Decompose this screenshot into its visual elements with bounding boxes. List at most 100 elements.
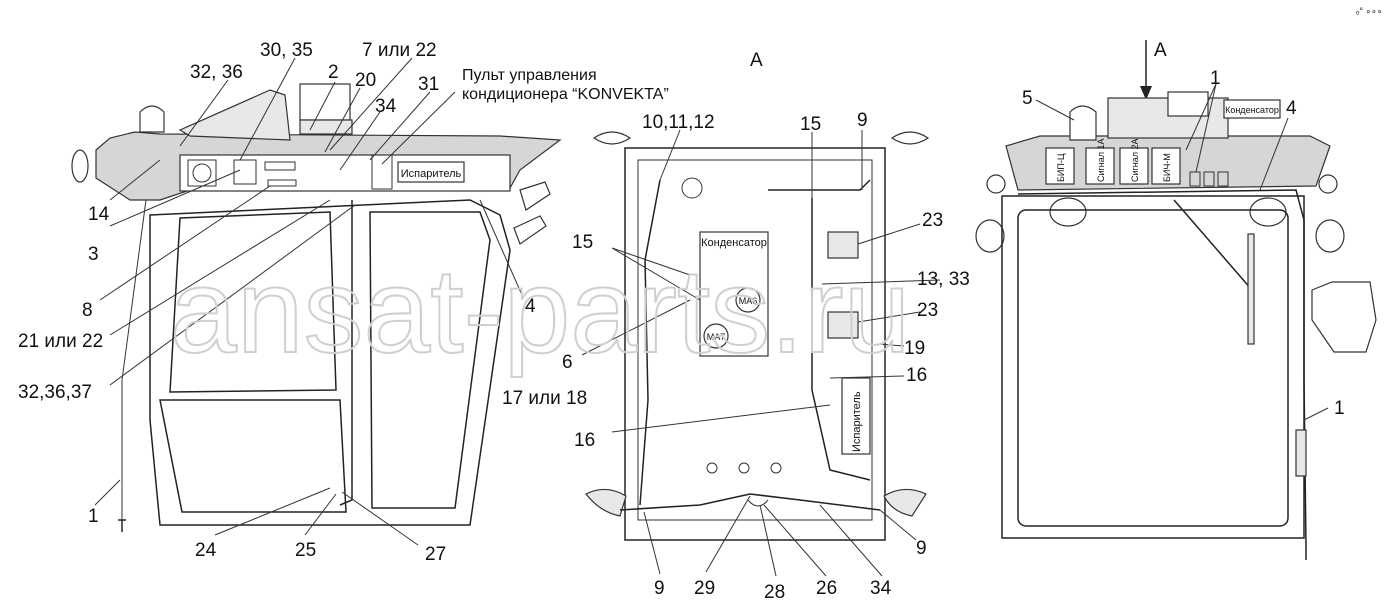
evaporator-box-center bbox=[841, 377, 871, 455]
right-leaders bbox=[1035, 83, 1329, 421]
module-box-1 bbox=[1045, 147, 1075, 185]
relay-block-mid bbox=[827, 311, 859, 339]
wiper-arm bbox=[1173, 199, 1253, 291]
switch-block bbox=[233, 159, 257, 185]
module-label-2: Сигнал 1А bbox=[1096, 138, 1106, 182]
roof-frame-inner bbox=[637, 159, 873, 521]
label-15-top: 15 bbox=[800, 114, 821, 135]
corner-mark: ₒ° ∘∘∘ bbox=[1356, 6, 1382, 16]
view-arrow-label: А bbox=[1154, 40, 1167, 61]
cab-front-outer bbox=[1001, 195, 1305, 539]
label-1-top: 1 bbox=[1210, 68, 1221, 89]
center-leaders bbox=[581, 129, 941, 577]
harness-left bbox=[639, 179, 661, 506]
label-32-36: 32, 36 bbox=[190, 62, 243, 83]
harness-antenna bbox=[121, 199, 147, 520]
cab-body bbox=[149, 199, 511, 526]
lamp-front-left bbox=[975, 219, 1005, 253]
ac-panel-caption-line2: кондиционера “KONVEKTA” bbox=[462, 86, 669, 103]
label-34: 34 bbox=[375, 96, 397, 117]
left-labels: 30, 35 7 или 22 32, 36 2 20 3 1 34 Пульт … bbox=[18, 40, 669, 565]
label-26: 26 bbox=[816, 578, 837, 599]
label-14: 14 bbox=[88, 204, 110, 225]
label-19: 19 bbox=[904, 338, 925, 359]
label-4-right: 4 bbox=[1286, 98, 1297, 119]
harness-top bbox=[768, 179, 871, 191]
label-27: 27 bbox=[425, 544, 446, 565]
label-9-right: 9 bbox=[916, 538, 927, 559]
lamp-top-left bbox=[592, 131, 632, 145]
lamp-top-right bbox=[890, 131, 930, 145]
headlamp-front-left bbox=[1049, 197, 1087, 227]
door-lower bbox=[159, 399, 347, 513]
headlamp-front-right bbox=[1249, 197, 1287, 227]
beacon-lamp bbox=[139, 105, 165, 133]
label-21-or-22: 21 или 22 bbox=[18, 331, 103, 352]
mirror-front bbox=[1311, 281, 1377, 353]
label-1-right: 1 bbox=[1334, 398, 1345, 419]
door-window bbox=[169, 211, 337, 393]
module-label-1: БИП-Ц bbox=[1056, 153, 1066, 182]
condenser-front-box bbox=[1223, 99, 1281, 119]
beacon-front bbox=[1069, 105, 1097, 141]
label-9-top: 9 bbox=[857, 110, 868, 131]
roof-unit-cap bbox=[1167, 91, 1209, 117]
ac-control-panel bbox=[371, 154, 393, 190]
label-28: 28 bbox=[764, 582, 785, 603]
label-34-center: 34 bbox=[870, 578, 892, 599]
label-10-11-12: 10,11,12 bbox=[642, 112, 715, 133]
condenser-label-right: Конденсатор bbox=[1225, 105, 1279, 115]
mirror-upper bbox=[519, 181, 551, 211]
relay-block-top bbox=[827, 231, 859, 259]
wiper-rod bbox=[1247, 233, 1255, 345]
mirror-lower bbox=[513, 215, 547, 245]
harness-vertical bbox=[339, 200, 353, 506]
label-16-a: 16 bbox=[906, 365, 927, 386]
label-15-left: 15 bbox=[572, 232, 593, 253]
label-17-or-18: 17 или 18 bbox=[502, 388, 587, 409]
label-25: 25 bbox=[295, 540, 316, 561]
fan-ma7-label: МА7 bbox=[707, 332, 726, 342]
label-1-left: 1 bbox=[88, 506, 99, 527]
label-7-or-22: 7 или 22 bbox=[362, 40, 437, 61]
module-box-4 bbox=[1151, 147, 1181, 185]
watermark: ansat-parts.ru bbox=[170, 244, 910, 378]
center-labels: 10,11,12 15 9 15 23 13, 33 23 19 16 6 17… bbox=[502, 110, 970, 603]
module-box-3 bbox=[1119, 147, 1149, 185]
label-24: 24 bbox=[195, 540, 217, 561]
label-16-b: 16 bbox=[574, 430, 595, 451]
view-arrow-head bbox=[1140, 86, 1152, 100]
roof-unit-base bbox=[299, 119, 353, 135]
view-a-title: А bbox=[750, 50, 763, 71]
harness-bottom bbox=[619, 493, 881, 511]
module-label-3: Сигнал 2А bbox=[1130, 138, 1140, 182]
lamp-front-left-top bbox=[986, 174, 1006, 194]
label-3: 3 bbox=[88, 244, 99, 265]
label-30-35: 30, 35 bbox=[260, 40, 313, 61]
right-labels: 1 5 4 1 bbox=[1022, 68, 1345, 419]
label-20: 20 bbox=[355, 70, 376, 91]
lamp-front-right bbox=[1315, 219, 1345, 253]
evaporator-box-left bbox=[397, 161, 465, 183]
label-13-33: 13, 33 bbox=[917, 269, 970, 290]
condenser-label-center: Конденсатор bbox=[701, 237, 767, 249]
label-2: 2 bbox=[328, 62, 339, 83]
rear-window bbox=[369, 211, 491, 509]
ac-panel-caption-line1: Пульт управления bbox=[462, 67, 597, 84]
lamp-front-right-top bbox=[1318, 174, 1338, 194]
fan-ma7 bbox=[703, 323, 729, 349]
harness-right bbox=[811, 198, 871, 481]
headlamp-left bbox=[71, 149, 89, 183]
center-top-view: А Конденсатор МА6 МА7 Испаритель bbox=[585, 50, 930, 541]
label-23-top: 23 bbox=[922, 210, 943, 231]
evaporator-label-center: Испаритель bbox=[851, 391, 863, 452]
label-5: 5 bbox=[1022, 88, 1033, 109]
lamp-bottom-left bbox=[585, 488, 627, 517]
label-6: 6 bbox=[562, 352, 573, 373]
right-front-view: А Конденсатор БИП-Ц Сигнал 1А Сигнал 2А … bbox=[975, 40, 1377, 560]
label-4-left: 4 bbox=[525, 296, 536, 317]
label-29: 29 bbox=[694, 578, 715, 599]
roof-frame-outer bbox=[624, 147, 886, 541]
fan-ma6-label: МА6 bbox=[739, 296, 758, 306]
